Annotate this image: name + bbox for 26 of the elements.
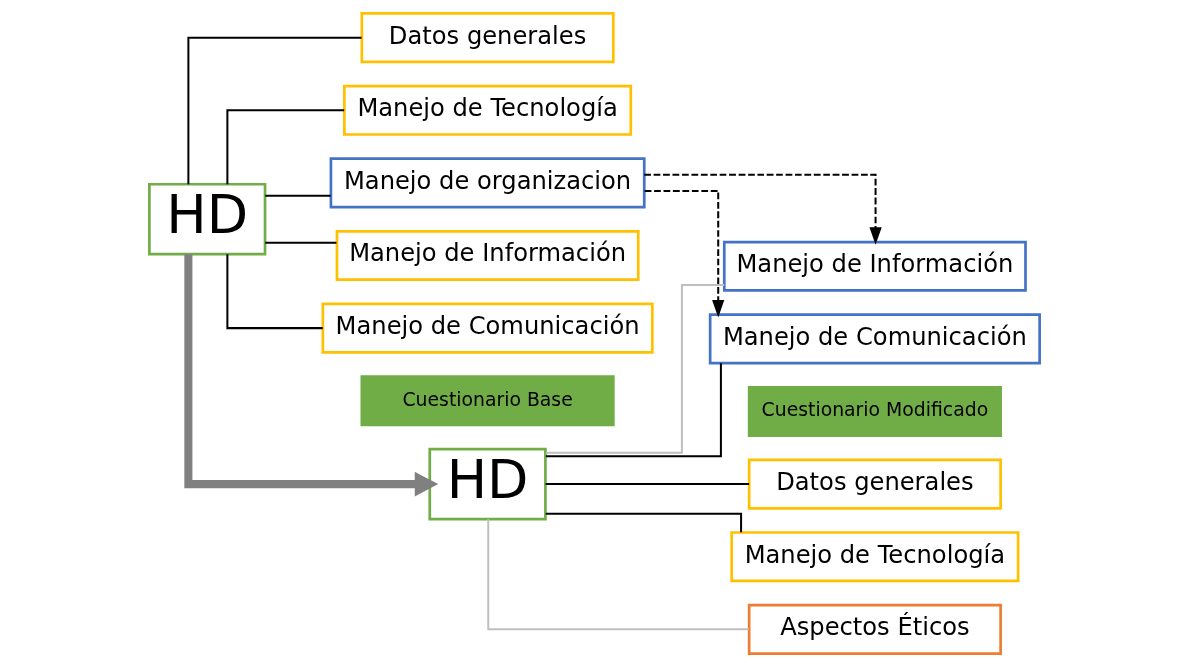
connector (486, 519, 749, 631)
node-box: Manejo de Tecnología (729, 531, 1019, 583)
connector (264, 241, 336, 244)
connector (545, 363, 722, 458)
connector (545, 483, 749, 486)
node-box: Datos generales (747, 458, 1002, 510)
arrow (644, 189, 724, 318)
node-box: Cuestionario Base (360, 375, 615, 427)
node-box: Cuestionario Modificado (747, 385, 1002, 438)
connector (545, 284, 724, 454)
connector (225, 109, 344, 185)
node-box: Manejo de Información (335, 229, 640, 282)
connector (264, 194, 331, 197)
node-box: Manejo de organizacion (329, 157, 646, 209)
node-box: Manejo de Tecnología (342, 84, 632, 136)
connector (186, 36, 362, 185)
node-box: HD (427, 447, 547, 521)
arrow (183, 254, 438, 497)
node-box: Aspectos Éticos (747, 603, 1002, 655)
arrow (643, 173, 882, 245)
node-box: Manejo de Información (722, 240, 1027, 292)
node-box: Manejo de Comunicación (708, 313, 1041, 365)
node-box: Manejo de Comunicación (321, 302, 654, 354)
connector (225, 254, 323, 330)
node-box: HD (147, 182, 266, 256)
node-box: Datos generales (360, 12, 615, 64)
